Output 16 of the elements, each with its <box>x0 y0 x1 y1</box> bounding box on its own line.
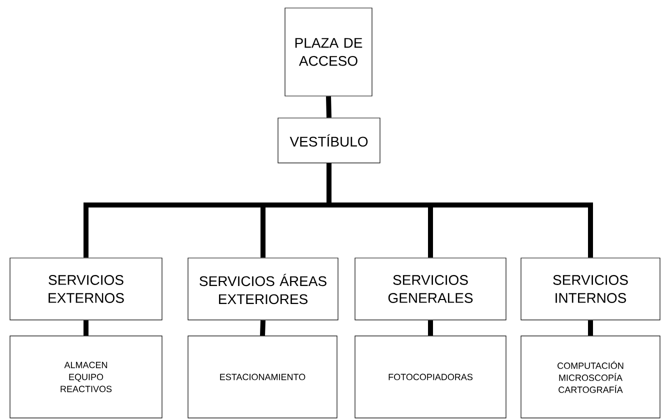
area-box: SERVICIOS EXTERNOS <box>10 258 162 320</box>
connector-line <box>428 320 433 336</box>
room-box: PLAZA DE ACCESO <box>284 8 372 96</box>
area-box: SERVICIOS ÁREAS EXTERIORES <box>188 258 338 320</box>
room-box: VESTÍBULO <box>278 118 380 164</box>
connector-line <box>260 320 266 336</box>
service-box: ALMACEN EQUIPO REACTIVOS <box>10 336 162 418</box>
connector-line <box>84 320 88 336</box>
service-box: FOTOCOPIADORAS <box>354 336 506 418</box>
area-box: SERVICIOS GENERALES <box>354 258 506 320</box>
area-box: SERVICIOS INTERNOS <box>520 258 660 320</box>
connector-line <box>588 320 593 336</box>
connector-line <box>326 163 593 258</box>
service-box: ESTACIONAMIENTO <box>188 336 338 418</box>
connector-line <box>326 96 332 118</box>
service-box: COMPUTACIÓN MICROSCOPÍA CARTOGRAFÍA <box>520 336 660 418</box>
